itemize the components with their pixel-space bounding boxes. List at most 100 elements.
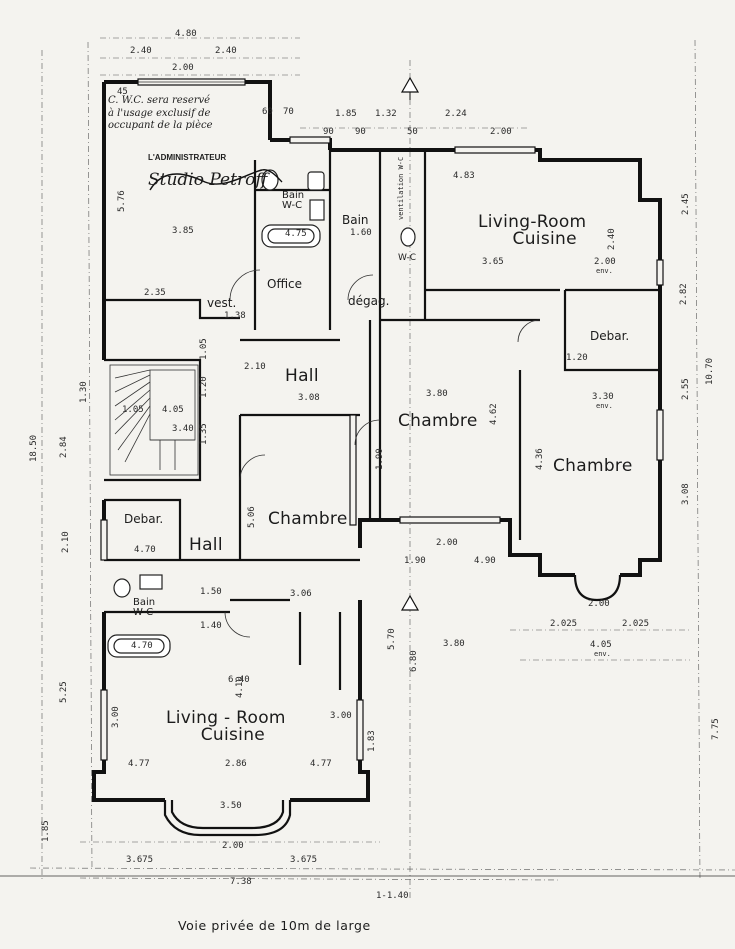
- dim-label: 3.50: [220, 801, 242, 811]
- dimension-lines: [0, 37, 735, 900]
- dim-label: 2.00: [588, 599, 610, 609]
- dim-label: 60: [262, 107, 273, 117]
- wc-note-line-3: occupant de la pièce: [108, 120, 213, 131]
- dim-label: 3.675: [290, 855, 318, 865]
- dim-label: 3.40: [172, 424, 194, 434]
- dim-label: 1.30: [79, 381, 89, 403]
- interior-walls: [104, 150, 660, 690]
- dim-label: 3.65: [482, 257, 504, 267]
- wc-note: C. W.C. sera reservé à l'usage exclusif …: [108, 95, 213, 133]
- dim-label: 4.83: [453, 171, 475, 181]
- room-chambre-right: Chambre: [553, 456, 633, 476]
- section-marker-bottom: [400, 594, 420, 611]
- ventilation-label: ventilation W-C: [397, 156, 405, 220]
- dim-label: 2.86: [225, 759, 247, 769]
- room-chambre-center: Chambre: [398, 411, 478, 431]
- dim-label: 3.80: [426, 389, 448, 399]
- dim-label: 6.40: [228, 675, 250, 685]
- room-degag: dégag.: [348, 294, 390, 308]
- dim-label: 1.38: [224, 311, 246, 321]
- dim-label: 4.77: [310, 759, 332, 769]
- dim-label: 2.55: [681, 378, 691, 400]
- dim-label: 4.80: [175, 29, 197, 39]
- dim-label: 4.10: [235, 676, 245, 698]
- dim-label: 5.06: [247, 506, 257, 528]
- dim-label: 2.00: [436, 538, 458, 548]
- dim-label: 3.80: [443, 639, 465, 649]
- dim-label: 2.84: [59, 436, 69, 458]
- dim-label: 90: [355, 127, 366, 137]
- dim-label: 4.70: [134, 545, 156, 555]
- dim-label: 4.70: [131, 641, 153, 651]
- room-vest: vest.: [207, 296, 237, 310]
- room-hall-top: Hall: [285, 366, 319, 386]
- room-living-room-bottom: Living - Room Cuisine: [166, 708, 286, 745]
- dim-label: 3.08: [681, 483, 691, 505]
- dim-label: 7.38: [230, 877, 252, 887]
- dim-label: env.: [596, 402, 613, 410]
- dim-label: 1.40: [200, 621, 222, 631]
- dim-label: 1.32: [375, 109, 397, 119]
- dim-label: 4.75: [285, 229, 307, 239]
- dim-label: 4.36: [535, 448, 545, 470]
- dim-label: 7.75: [711, 718, 721, 740]
- dim-label: 1.60: [350, 228, 372, 238]
- room-chambre-left: Chambre: [268, 509, 348, 529]
- dim-label: 4.62: [489, 403, 499, 425]
- section-marker-top: [400, 76, 420, 100]
- door-swings: [224, 269, 541, 638]
- dim-label: 70: [283, 107, 294, 117]
- dim-label: 50: [407, 127, 418, 137]
- dim-label: 5.70: [387, 628, 397, 650]
- dim-label: 2.025: [550, 619, 578, 629]
- dim-label: 2.10: [244, 362, 266, 372]
- dim-label: 5.76: [117, 190, 127, 212]
- dim-label: 2.025: [622, 619, 650, 629]
- dim-label: 1.85: [335, 109, 357, 119]
- dim-label: 3.30: [592, 392, 614, 402]
- room-hall-left: Hall: [189, 535, 223, 555]
- wc-note-line-2: à l'usage exclusif de: [108, 107, 211, 119]
- dim-label: 1.20: [566, 353, 588, 363]
- dim-label: 18.50: [29, 434, 39, 462]
- staircase: [109, 364, 199, 476]
- dim-label: 3.00: [330, 711, 352, 721]
- dim-label: 2.00: [222, 841, 244, 851]
- bathroom-fixtures: [107, 169, 416, 658]
- dim-label: 1-1.40: [376, 891, 409, 901]
- room-wc-top: W-C: [398, 253, 417, 263]
- administrator-signature: Studio Petroff: [148, 170, 268, 190]
- dim-label: 4.77: [128, 759, 150, 769]
- dim-label: 3.675: [126, 855, 154, 865]
- dim-label: 5.25: [59, 681, 69, 703]
- signature-flourish: [149, 169, 283, 191]
- dim-label: 1.05: [122, 405, 144, 415]
- dim-label: 10.70: [705, 357, 715, 385]
- room-bain-top: Bain: [342, 213, 369, 227]
- dim-label: 4.05: [590, 640, 612, 650]
- dim-label: 1.83: [367, 730, 377, 752]
- room-bain-wc-top: Bain W-C: [282, 190, 305, 211]
- room-debar-left: Debar.: [124, 512, 164, 526]
- room-living-room-top: Living-Room Cuisine: [478, 212, 587, 249]
- dim-label: 1.20: [199, 376, 209, 398]
- dim-label: 45: [117, 87, 128, 97]
- dim-label: 90: [323, 127, 334, 137]
- dim-label: 4.05: [162, 405, 184, 415]
- dim-label: 1.90: [375, 448, 385, 470]
- dim-label: 1.50: [200, 587, 222, 597]
- dim-label: 3.06: [290, 589, 312, 599]
- dim-label: 2.45: [681, 193, 691, 215]
- dim-label: 4.90: [474, 556, 496, 566]
- dim-label: 2.00: [594, 257, 616, 267]
- dim-label: 2.40: [607, 228, 617, 250]
- dim-label: 2.35: [144, 288, 166, 298]
- dim-label: 2.40: [130, 46, 152, 56]
- windows: [100, 78, 664, 761]
- dim-label: 2.82: [679, 283, 689, 305]
- dim-label: 2.40: [215, 46, 237, 56]
- dim-label: env.: [594, 650, 611, 658]
- administrator-label: L'ADMINISTRATEUR: [148, 153, 227, 162]
- dim-label: 1.05: [199, 338, 209, 360]
